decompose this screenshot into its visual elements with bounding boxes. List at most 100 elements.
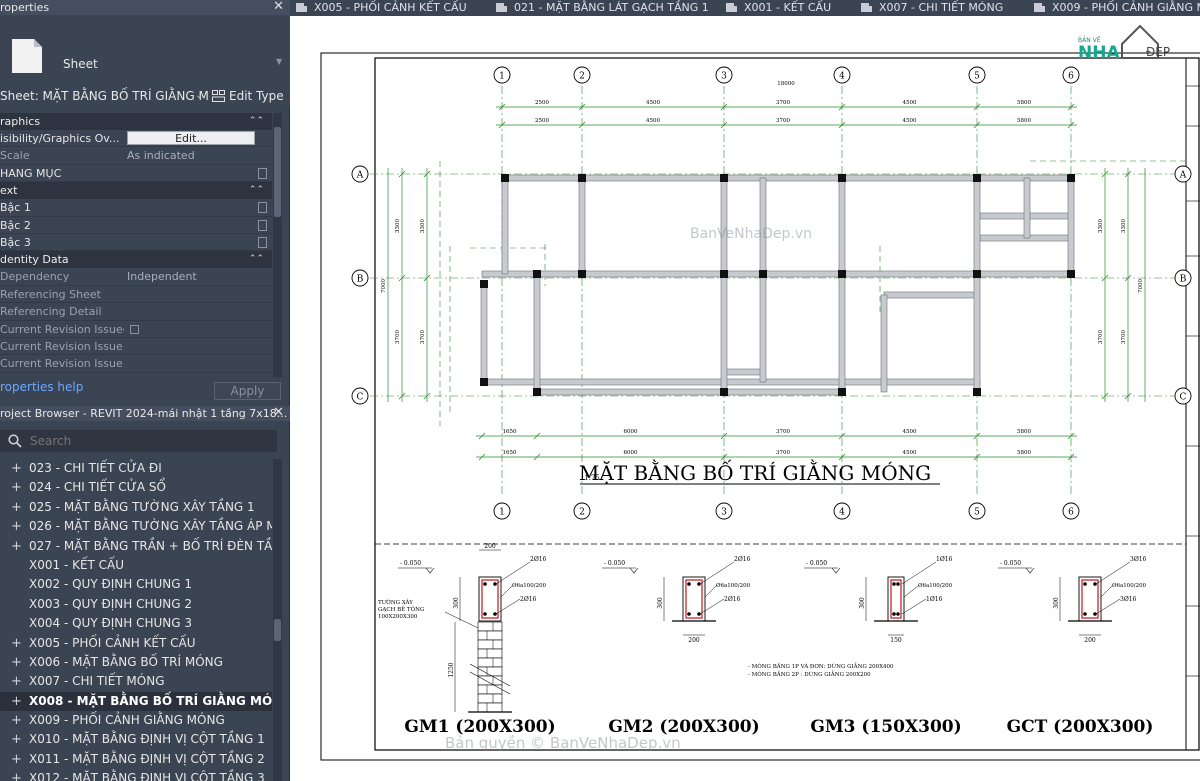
note-text: - MÓNG BĂNG 2P : DÙNG GIẰNG 200X200 [748, 670, 871, 678]
scrollbar-thumb[interactable] [274, 619, 281, 641]
properties-help-link[interactable]: roperties help [0, 380, 84, 394]
view-tab[interactable]: X005 - PHỐI CẢNH KẾT CẤU [290, 0, 467, 16]
dimension-tick [973, 121, 981, 129]
tree-item-label: X003 - QUY ĐỊNH CHUNG 2 [29, 596, 193, 611]
column [759, 270, 767, 278]
expand-icon[interactable]: + [11, 461, 22, 476]
group-graphics[interactable]: raphics⌃⌃ [0, 113, 272, 130]
expand-icon[interactable]: + [11, 635, 22, 651]
tree-item[interactable]: +X010 - MẶT BẰNG ĐỊNH VỊ CỘT TẦNG 1 [0, 730, 272, 749]
rebar-label: 1Ø16 [936, 556, 953, 563]
expand-icon[interactable]: + [11, 499, 22, 515]
expand-icon[interactable]: + [11, 480, 22, 496]
tree-item[interactable]: +X012 - MẶT BẰNG ĐỊNH VỊ CỘT TẦNG 3 [0, 769, 272, 781]
collapse-icon[interactable]: ⌃⌃ [248, 116, 264, 126]
grid-bubble-label: A [356, 171, 364, 181]
column [973, 388, 981, 396]
view-tabs: X005 - PHỐI CẢNH KẾT CẤU 021 - MẶT BẰNG L… [290, 0, 1200, 16]
tree-item[interactable]: +X009 - PHỐI CẢNH GIẰNG MÓNG [0, 711, 272, 730]
scrollbar-thumb[interactable] [274, 127, 281, 217]
edit-type-button[interactable]: Edit Type [212, 85, 284, 107]
visibility-edit-button[interactable]: Edit... [127, 131, 255, 145]
view-tab[interactable]: X001 - KẾT CẤU [720, 0, 831, 16]
revision-checkbox[interactable] [130, 324, 139, 334]
value-field[interactable] [258, 167, 267, 179]
view-tab[interactable]: X009 - PHỐI CẢNH GIẰNG MÓNG [1028, 0, 1200, 16]
expand-icon[interactable]: + [11, 732, 22, 748]
instance-select[interactable]: Sheet: MẶT BẰNG BỐ TRÍ GIẰNG MÓI [0, 89, 208, 103]
level-marker [629, 567, 639, 574]
dimension-text: 300 [657, 597, 664, 609]
tree-item[interactable]: +024 - CHI TIẾT CỬA SỔ [0, 478, 272, 497]
beam [578, 177, 586, 275]
tree-item[interactable]: X002 - QUY ĐỊNH CHUNG 1 [0, 575, 272, 594]
project-browser-scrollbar[interactable] [273, 459, 282, 781]
level-marker [1025, 567, 1035, 574]
value-field[interactable] [258, 236, 267, 248]
dimension-text: 150 [890, 637, 902, 644]
type-dropdown-icon[interactable]: ▼ [276, 57, 283, 66]
beam-section [478, 576, 502, 622]
tree-item[interactable]: +025 - MẶT BẰNG TƯỜNG XÂY TẦNG 1 [0, 498, 272, 517]
property-key: Bậc 2 [0, 218, 31, 232]
collapse-icon[interactable]: ⌃⌃ [248, 185, 264, 196]
project-browser-title-bar: roject Browser - REVIT 2024-mái nhật 1 t… [0, 405, 290, 421]
tree-item-label: 026 - MẶT BẰNG TƯỜNG XÂY TẦNG ÁP MÁI [29, 519, 272, 534]
expand-icon[interactable]: + [11, 693, 22, 709]
dimension-tick [973, 432, 981, 440]
search-input[interactable] [30, 432, 270, 450]
rebar-label: 2Ø16 [734, 556, 751, 563]
tree-item[interactable]: +026 - MẶT BẰNG TƯỜNG XÂY TẦNG ÁP MÁI [0, 517, 272, 536]
dimension-text: 300 [453, 597, 460, 609]
expand-icon[interactable]: + [11, 713, 22, 729]
apply-button[interactable]: Apply [214, 382, 281, 400]
tree-item[interactable]: +X007 - CHI TIẾT MÓNG [0, 672, 272, 691]
type-selector[interactable]: Sheet ▼ [0, 15, 290, 85]
tree-item-label: X002 - QUY ĐỊNH CHUNG 1 [29, 577, 193, 592]
column [533, 388, 541, 396]
rebar-label: 3Ø16 [1130, 556, 1147, 563]
property-row: Bậc 2 [0, 217, 272, 234]
tree-item[interactable]: X003 - QUY ĐỊNH CHUNG 2 [0, 595, 272, 614]
tree-item-selected[interactable]: +X008 - MẶT BẰNG BỐ TRÍ GIẰNG MÓNG [0, 691, 272, 712]
tree-item[interactable]: X004 - QUY ĐỊNH CHUNG 3 [0, 614, 272, 633]
properties-close-icon[interactable]: ✕ [273, 0, 284, 14]
value-field[interactable] [258, 202, 267, 214]
expand-icon[interactable]: + [11, 751, 22, 767]
property-row: Bậc 1 [0, 199, 272, 217]
property-key: Current Revision Issue... [0, 357, 124, 371]
grid-bubble [833, 502, 851, 520]
dimension-tick [720, 432, 728, 440]
expand-icon[interactable]: + [11, 538, 22, 554]
tree-item[interactable]: +027 - MẶT BẰNG TRẦN + BỐ TRÍ ĐÈN TẦNG 1 [0, 537, 272, 556]
tree-item[interactable]: +X005 - PHỐI CẢNH KẾT CẤU [0, 634, 272, 653]
tree-item[interactable]: +023 - CHI TIẾT CỬA ĐI [0, 459, 272, 478]
tree-item[interactable]: +X006 - MẶT BẰNG BỐ TRÍ MÓNG [0, 653, 272, 672]
dimension-tick [578, 103, 586, 111]
beam [759, 177, 767, 383]
column [838, 174, 846, 182]
tree-item[interactable]: +X011 - MẶT BẰNG ĐỊNH VỊ CỘT TẦNG 2 [0, 750, 272, 769]
level-marker [425, 567, 435, 574]
group-text[interactable]: ext⌃⌃ [0, 182, 272, 200]
expand-icon[interactable]: + [11, 674, 22, 690]
dimension-tick [1067, 453, 1075, 461]
expand-icon[interactable]: + [11, 519, 22, 535]
view-tab[interactable]: 021 - MẶT BẰNG LÁT GẠCH TẦNG 1 [490, 0, 709, 16]
value-field[interactable] [258, 219, 267, 231]
tree-item[interactable]: X001 - KẾT CẤU [0, 556, 272, 575]
expand-icon[interactable]: + [11, 654, 22, 670]
expand-icon[interactable]: + [11, 771, 22, 781]
dimension-text: 5800 [1017, 450, 1031, 456]
project-browser-close-icon[interactable]: ✕ [273, 405, 284, 420]
group-identity-data[interactable]: dentity Data⌃⌃ [0, 251, 272, 269]
grid-bubble-label: 6 [1068, 508, 1074, 518]
rebar [687, 582, 691, 586]
chevron-down-icon[interactable]: ⌄ [195, 90, 204, 101]
properties-scrollbar[interactable] [273, 113, 282, 377]
dimension-tick [1067, 432, 1075, 440]
collapse-icon[interactable]: ⌃⌃ [248, 254, 264, 265]
view-tab[interactable]: X007 - CHI TIẾT MÓNG [855, 0, 1003, 16]
dimension-tick [1067, 121, 1075, 129]
